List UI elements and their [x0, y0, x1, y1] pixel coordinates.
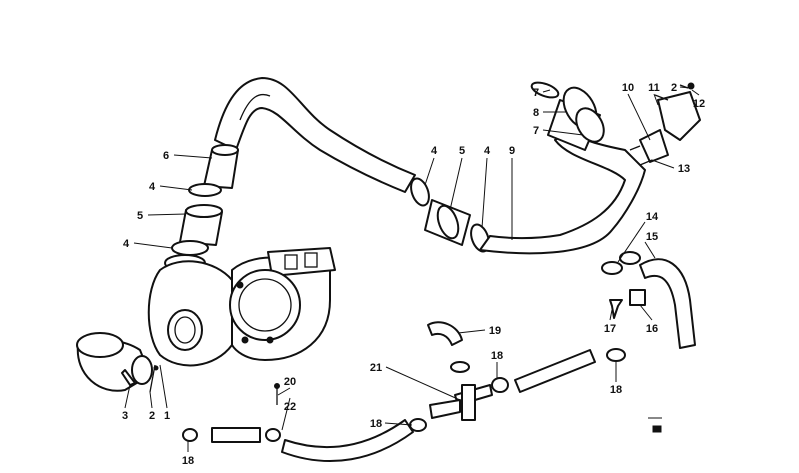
leader-lines — [124, 86, 700, 452]
lower-hoses — [182, 321, 626, 462]
callout-2: 2 — [149, 410, 155, 422]
callout-labels: 7 8 7 10 11 2 12 13 9 4 5 4 6 4 5 4 14 1… — [122, 82, 705, 467]
callout-20: 20 — [284, 376, 296, 388]
callout-6: 6 — [163, 150, 169, 162]
pipe-section-6 — [203, 144, 239, 189]
blow-off-valve — [629, 82, 701, 166]
turbocharger — [147, 247, 336, 367]
callout-4: 4 — [431, 145, 438, 157]
callout-5: 5 — [137, 210, 143, 222]
callout-18: 18 — [610, 384, 622, 396]
callout-17: 17 — [604, 323, 616, 335]
callout-18: 18 — [182, 455, 194, 467]
air-inlet-elbow — [76, 332, 159, 393]
callout-15: 15 — [646, 231, 658, 243]
scale-marker — [648, 417, 662, 433]
clamps-and-sleeve-mid — [410, 177, 490, 253]
callout-18: 18 — [491, 350, 503, 362]
callout-16: 16 — [646, 323, 658, 335]
callout-4: 4 — [484, 145, 491, 157]
callout-19: 19 — [489, 325, 501, 337]
callout-2: 2 — [671, 82, 677, 94]
callout-14: 14 — [646, 211, 659, 223]
intercooler-pipe — [479, 81, 646, 255]
callout-8: 8 — [533, 107, 539, 119]
callout-4: 4 — [149, 181, 156, 193]
callout-12: 12 — [693, 98, 705, 110]
callout-11: 11 — [648, 82, 660, 94]
callout-10: 10 — [622, 82, 634, 94]
callout-13: 13 — [678, 163, 690, 175]
callout-22: 22 — [284, 401, 296, 413]
callout-7: 7 — [533, 87, 539, 99]
intake-pipe-upper — [214, 77, 416, 193]
callout-9: 9 — [509, 145, 515, 157]
callout-4: 4 — [123, 238, 130, 250]
callout-5: 5 — [459, 145, 465, 157]
callout-1: 1 — [164, 410, 170, 422]
callout-21: 21 — [370, 362, 382, 374]
callout-7: 7 — [533, 125, 539, 137]
callout-18: 18 — [370, 418, 382, 430]
hose-15 — [601, 251, 696, 349]
callout-3: 3 — [122, 410, 128, 422]
clamps-and-sleeve-left — [164, 183, 223, 272]
